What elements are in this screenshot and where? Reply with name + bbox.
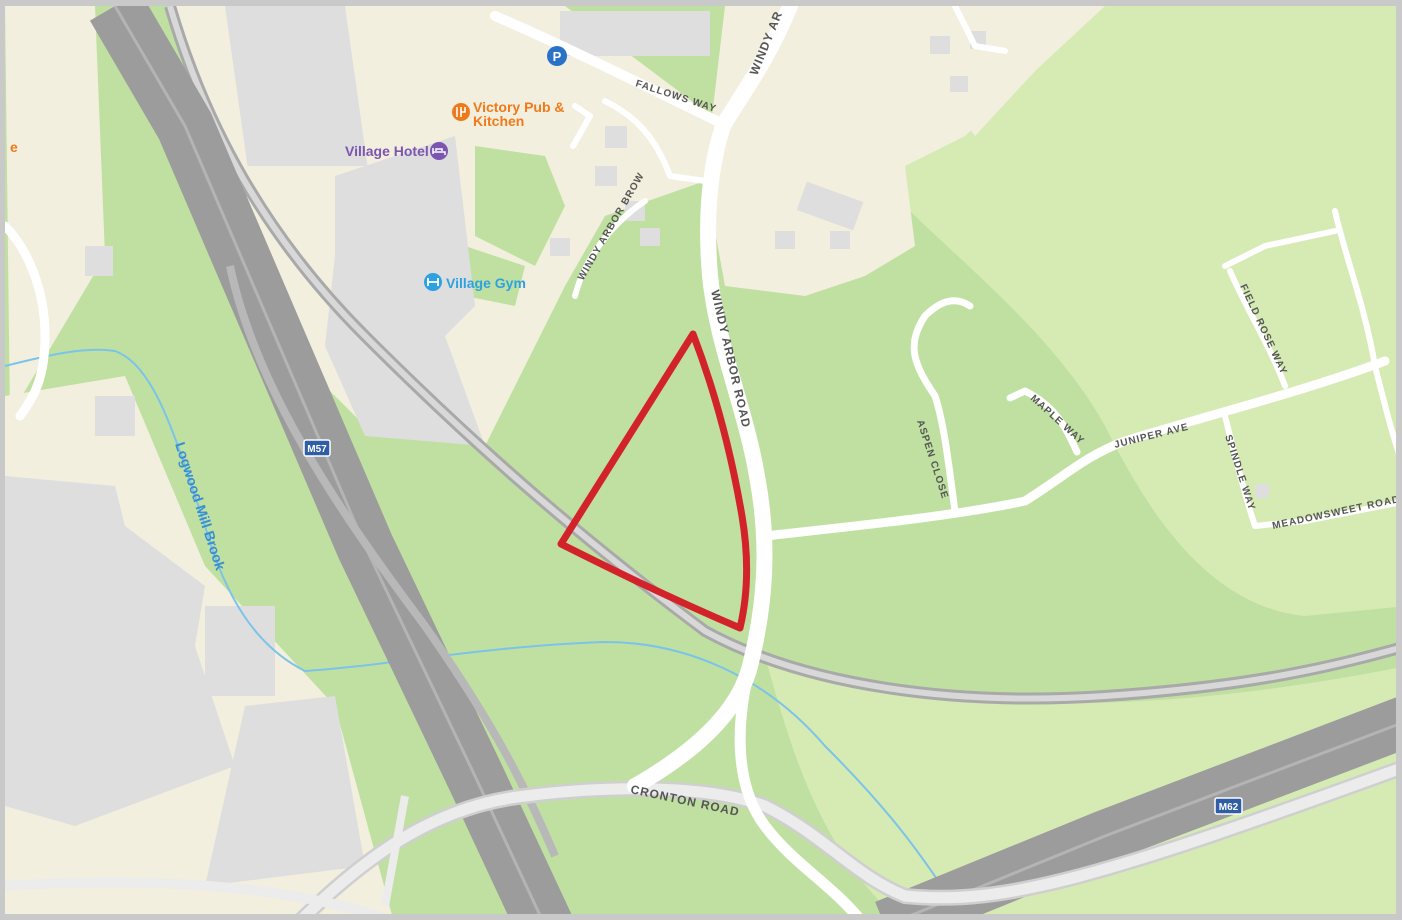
poi-village-hotel[interactable]: Village Hotel: [345, 142, 448, 160]
site-boundary[interactable]: [557, 330, 751, 632]
bed-icon: [430, 142, 448, 160]
restaurant-icon-glyph: [456, 107, 466, 117]
shield-m62: M62: [1214, 797, 1243, 815]
poi-parking[interactable]: P: [547, 46, 567, 66]
green-courtyard-small: [465, 246, 525, 306]
poi-label-village-gym: Village Gym: [446, 275, 526, 291]
buildings: [5, 6, 1269, 886]
poi-label-victory-pub-line1: Victory Pub &: [473, 99, 565, 115]
southwest-road: [5, 877, 387, 914]
m57-slip-road: [226, 265, 559, 858]
shield-m57: M57: [303, 439, 331, 457]
grass-area-east: [885, 6, 1396, 616]
cronton-road: [299, 764, 1396, 914]
parking-icon: [547, 46, 567, 66]
green-courtyard: [475, 146, 565, 266]
poi-victory-pub[interactable]: Victory Pub & Kitchen: [452, 99, 565, 129]
shield-label-m62: M62: [1219, 802, 1239, 813]
shield-label-m57: M57: [307, 444, 327, 455]
poi-label-village-hotel: Village Hotel: [345, 143, 429, 159]
railway-line-inner: [167, 6, 1396, 702]
poi-label-victory-pub-line2: Kitchen: [473, 113, 524, 129]
map-canvas[interactable]: WINDY AR WINDY ARBOR ROAD FALLOWS WAY WI…: [5, 6, 1402, 920]
grass-area-southeast: [765, 656, 1396, 914]
southwest-link: [381, 795, 409, 907]
bed-icon-glyph: [432, 148, 446, 155]
local-roads: [5, 6, 1396, 914]
gym-icon-glyph: [427, 278, 439, 286]
poi-village-gym[interactable]: Village Gym: [424, 273, 526, 291]
poi-label-partial: e: [10, 139, 18, 155]
urban-area-west-top: [5, 6, 105, 416]
logwood-mill-brook: [5, 348, 946, 892]
parking-letter: P: [553, 49, 562, 64]
